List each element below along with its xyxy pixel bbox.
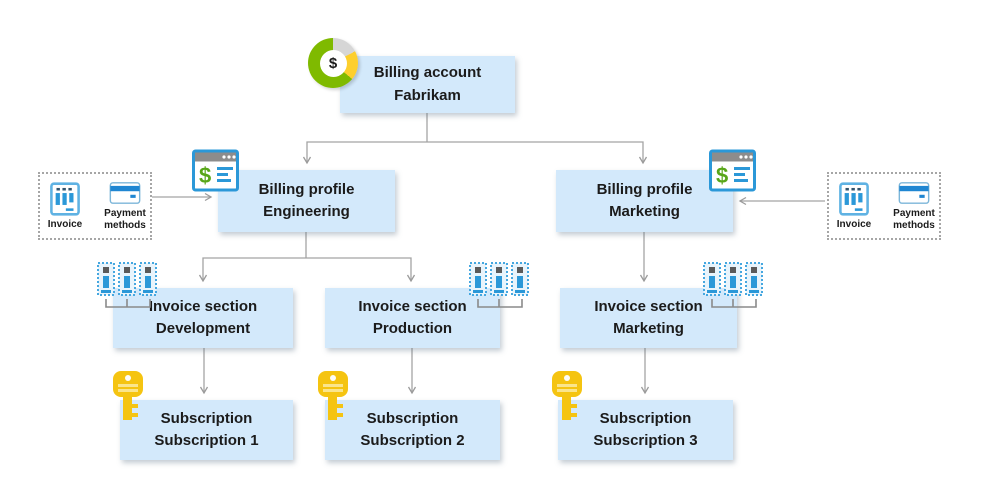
subscription-key-icon-2 [317,367,351,428]
billing-account-donut-icon: $ [308,38,358,88]
panel-right-invoice: Invoice [830,182,878,231]
node-invoice-section-marketing: Invoice section Marketing [560,288,737,348]
billing-statement-icon-marketing: $ [709,147,756,198]
subscription-key-icon-3 [551,367,585,428]
node-invoice-section-production: Invoice section Production [325,288,500,348]
node-billing-profile-engineering: Billing profile Engineering [218,170,395,232]
node-subscription-3-type: Subscription [599,409,692,427]
invoice-label: Invoice [47,218,83,230]
statement-dollar-glyph: $ [199,163,211,188]
node-subscription-3-name: Subscription 3 [593,432,698,449]
panel-right-payment-methods: Payment methods [890,181,938,231]
connector-engineering-to-development [198,257,306,283]
node-invoice-section-production-name: Production [372,320,453,337]
dollar-glyph: $ [319,49,347,77]
panel-invoice-payment-left: Invoice Payment methods [38,172,152,240]
connector-engineering-to-production [306,257,416,283]
invoice-section-stack-icon-marketing [702,261,766,316]
panel-invoice-payment-right: Invoice Payment methods [827,172,941,240]
invoice-icon [839,182,869,216]
node-invoice-section-production-type: Invoice section [358,297,467,315]
node-subscription-1: Subscription Subscription 1 [120,400,293,460]
invoice-icon [50,182,80,216]
payment-methods-icon [109,182,141,204]
node-invoice-section-marketing-name: Marketing [613,320,684,337]
statement-dollar-glyph: $ [716,163,728,188]
node-subscription-1-name: Subscription 1 [154,432,259,449]
node-subscription-2-name: Subscription 2 [360,432,465,449]
connector-account-to-engineering [302,141,427,165]
node-billing-profile-engineering-type: Billing profile [258,180,355,198]
payment-methods-label: Payment methods [893,208,935,231]
node-subscription-2-type: Subscription [366,409,459,427]
node-billing-profile-marketing-type: Billing profile [596,180,693,198]
node-invoice-section-development-type: Invoice section [148,297,258,315]
billing-statement-icon-engineering: $ [192,147,239,198]
node-invoice-section-development-name: Development [155,320,251,337]
payment-methods-icon [898,182,930,204]
invoice-label: Invoice [836,218,872,230]
node-billing-account-name: Fabrikam [394,86,461,104]
invoice-section-stack-icon-production [468,261,532,316]
connector-account-to-marketing [427,141,648,165]
node-invoice-section-marketing-type: Invoice section [594,297,703,315]
node-subscription-3: Subscription Subscription 3 [558,400,733,460]
node-billing-account: Billing account Fabrikam [340,56,515,113]
node-subscription-2: Subscription Subscription 2 [325,400,500,460]
node-billing-account-type: Billing account [373,64,482,81]
payment-methods-label: Payment methods [104,208,146,231]
node-billing-profile-marketing: Billing profile Marketing [556,170,733,232]
subscription-key-icon-1 [112,367,146,428]
dollar-text: $ [328,54,338,72]
node-subscription-1-type: Subscription [160,409,253,427]
node-billing-profile-engineering-name: Engineering [263,203,350,220]
panel-left-payment-methods: Payment methods [101,181,149,231]
invoice-section-stack-icon-development [96,261,160,316]
panel-left-invoice: Invoice [41,182,89,231]
node-billing-profile-marketing-name: Marketing [609,203,680,220]
node-invoice-section-development: Invoice section Development [113,288,293,348]
